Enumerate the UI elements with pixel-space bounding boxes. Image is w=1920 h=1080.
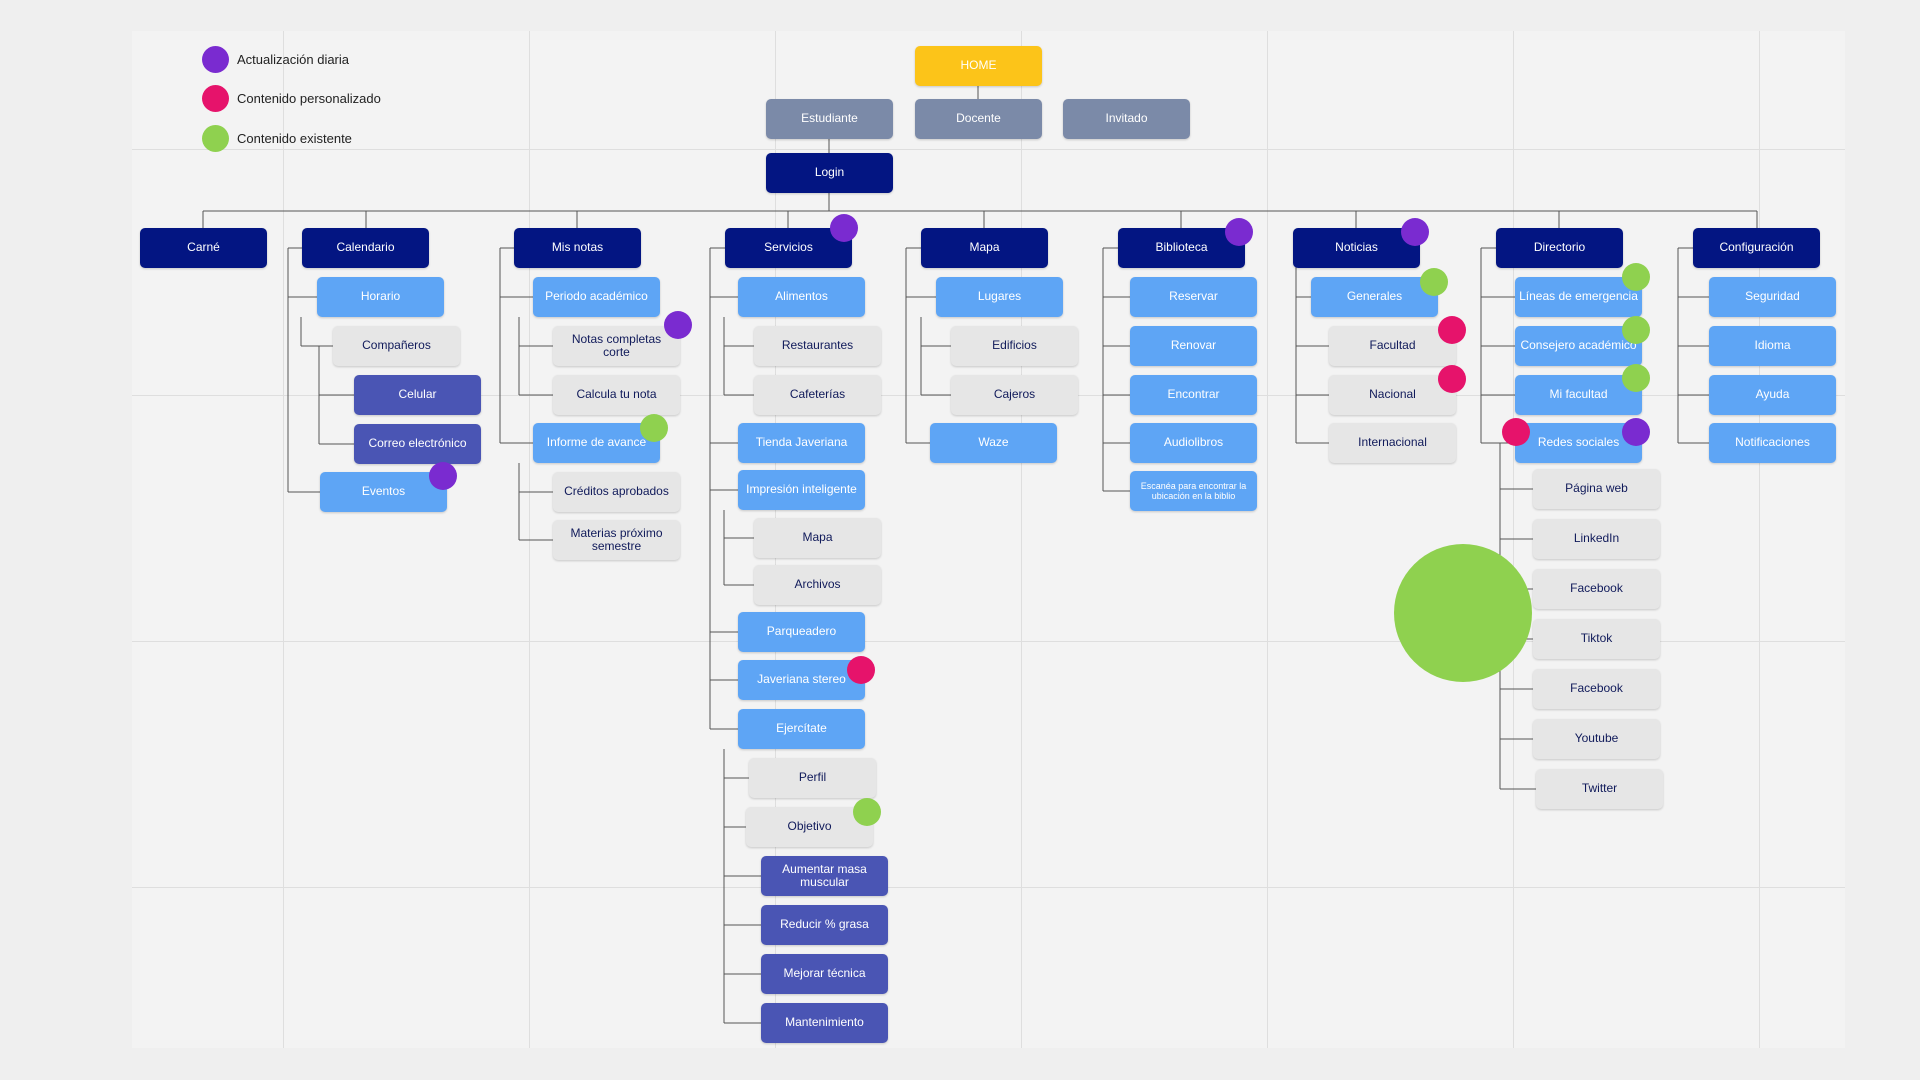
- marker-personalized: [1438, 316, 1466, 344]
- node-materias-proximo-semestre[interactable]: Materias próximo semestre: [553, 520, 680, 560]
- legend-label: Actualización diaria: [237, 52, 350, 67]
- node-notificaciones[interactable]: Notificaciones: [1709, 423, 1836, 463]
- marker-personalized: [847, 656, 875, 684]
- marker-personalized: [1502, 418, 1530, 446]
- node-twitter[interactable]: Twitter: [1536, 769, 1663, 809]
- section-directorio[interactable]: Directorio: [1496, 228, 1623, 268]
- marker-daily: [1225, 218, 1253, 246]
- marker-daily: [664, 311, 692, 339]
- node-ejercitate[interactable]: Ejercítate: [738, 709, 865, 749]
- node-facultad[interactable]: Facultad: [1329, 326, 1456, 366]
- marker-daily: [830, 214, 858, 242]
- node-role-docente[interactable]: Docente: [915, 99, 1042, 139]
- legend-item-daily: Actualización diaria: [202, 46, 349, 73]
- node-mi-facultad[interactable]: Mi facultad: [1515, 375, 1642, 415]
- node-idioma[interactable]: Idioma: [1709, 326, 1836, 366]
- node-mejorar-tecnica[interactable]: Mejorar técnica: [761, 954, 888, 994]
- node-internacional[interactable]: Internacional: [1329, 423, 1456, 463]
- node-lineas-de-emergencia[interactable]: Líneas de emergencia: [1515, 277, 1642, 317]
- legend-dot-personalized: [202, 85, 229, 112]
- node-celular[interactable]: Celular: [354, 375, 481, 415]
- node-notas-completas-corte[interactable]: Notas completas corte: [553, 326, 680, 366]
- marker-daily: [429, 462, 457, 490]
- node-facebook-2[interactable]: Facebook: [1533, 669, 1660, 709]
- legend-dot-existing: [202, 125, 229, 152]
- node-edificios[interactable]: Edificios: [951, 326, 1078, 366]
- node-role-invitado[interactable]: Invitado: [1063, 99, 1190, 139]
- node-home[interactable]: HOME: [915, 46, 1042, 86]
- node-linkedin[interactable]: LinkedIn: [1533, 519, 1660, 559]
- section-mis-notas[interactable]: Mis notas: [514, 228, 641, 268]
- node-pagina-web[interactable]: Página web: [1533, 469, 1660, 509]
- node-cafeterias[interactable]: Cafeterías: [754, 375, 881, 415]
- section-calendario[interactable]: Calendario: [302, 228, 429, 268]
- marker-existing: [853, 798, 881, 826]
- node-escanea-biblio[interactable]: Escanéa para encontrar la ubicación en l…: [1130, 471, 1257, 511]
- node-mantenimiento[interactable]: Mantenimiento: [761, 1003, 888, 1043]
- node-encontrar[interactable]: Encontrar: [1130, 375, 1257, 415]
- marker-daily: [1622, 418, 1650, 446]
- node-restaurantes[interactable]: Restaurantes: [754, 326, 881, 366]
- node-youtube[interactable]: Youtube: [1533, 719, 1660, 759]
- marker-existing: [1420, 268, 1448, 296]
- node-calcula-tu-nota[interactable]: Calcula tu nota: [553, 375, 680, 415]
- node-mapa-impresion[interactable]: Mapa: [754, 518, 881, 558]
- node-perfil[interactable]: Perfil: [749, 758, 876, 798]
- node-consejero-academico[interactable]: Consejero académico: [1515, 326, 1642, 366]
- legend-dot-daily: [202, 46, 229, 73]
- section-configuracion[interactable]: Configuración: [1693, 228, 1820, 268]
- node-creditos-aprobados[interactable]: Créditos aprobados: [553, 472, 680, 512]
- legend-item-personalized: Contenido personalizado: [202, 85, 381, 112]
- node-lugares[interactable]: Lugares: [936, 277, 1063, 317]
- section-carne[interactable]: Carné: [140, 228, 267, 268]
- node-tiktok[interactable]: Tiktok: [1533, 619, 1660, 659]
- section-biblioteca[interactable]: Biblioteca: [1118, 228, 1245, 268]
- node-cajeros[interactable]: Cajeros: [951, 375, 1078, 415]
- node-informe-de-avance[interactable]: Informe de avance: [533, 423, 660, 463]
- marker-existing: [640, 414, 668, 442]
- marker-personalized: [1438, 365, 1466, 393]
- node-reducir-grasa[interactable]: Reducir % grasa: [761, 905, 888, 945]
- legend-item-existing: Contenido existente: [202, 125, 352, 152]
- node-facebook[interactable]: Facebook: [1533, 569, 1660, 609]
- section-mapa[interactable]: Mapa: [921, 228, 1048, 268]
- node-objetivo[interactable]: Objetivo: [746, 807, 873, 847]
- node-aumentar-masa-muscular[interactable]: Aumentar masa muscular: [761, 856, 888, 896]
- node-archivos[interactable]: Archivos: [754, 565, 881, 605]
- node-correo-electronico[interactable]: Correo electrónico: [354, 424, 481, 464]
- section-noticias[interactable]: Noticias: [1293, 228, 1420, 268]
- node-periodo-academico[interactable]: Periodo académico: [533, 277, 660, 317]
- node-seguridad[interactable]: Seguridad: [1709, 277, 1836, 317]
- node-horario[interactable]: Horario: [317, 277, 444, 317]
- node-audiolibros[interactable]: Audiolibros: [1130, 423, 1257, 463]
- marker-existing: [1622, 364, 1650, 392]
- marker-existing: [1622, 263, 1650, 291]
- node-login[interactable]: Login: [766, 153, 893, 193]
- node-alimentos[interactable]: Alimentos: [738, 277, 865, 317]
- node-nacional[interactable]: Nacional: [1329, 375, 1456, 415]
- node-reservar[interactable]: Reservar: [1130, 277, 1257, 317]
- marker-existing: [1622, 316, 1650, 344]
- legend-label: Contenido personalizado: [237, 91, 381, 106]
- node-waze[interactable]: Waze: [930, 423, 1057, 463]
- marker-daily: [1401, 218, 1429, 246]
- legend-label: Contenido existente: [237, 131, 352, 146]
- node-companeros[interactable]: Compañeros: [333, 326, 460, 366]
- node-role-estudiante[interactable]: Estudiante: [766, 99, 893, 139]
- node-tienda-javeriana[interactable]: Tienda Javeriana: [738, 423, 865, 463]
- node-renovar[interactable]: Renovar: [1130, 326, 1257, 366]
- node-ayuda[interactable]: Ayuda: [1709, 375, 1836, 415]
- node-parqueadero[interactable]: Parqueadero: [738, 612, 865, 652]
- node-impresion-inteligente[interactable]: Impresión inteligente: [738, 470, 865, 510]
- node-eventos[interactable]: Eventos: [320, 472, 447, 512]
- node-javeriana-stereo[interactable]: Javeriana stereo: [738, 660, 865, 700]
- node-generales[interactable]: Generales: [1311, 277, 1438, 317]
- marker-existing-large: [1394, 544, 1532, 682]
- node-redes-sociales[interactable]: Redes sociales: [1515, 423, 1642, 463]
